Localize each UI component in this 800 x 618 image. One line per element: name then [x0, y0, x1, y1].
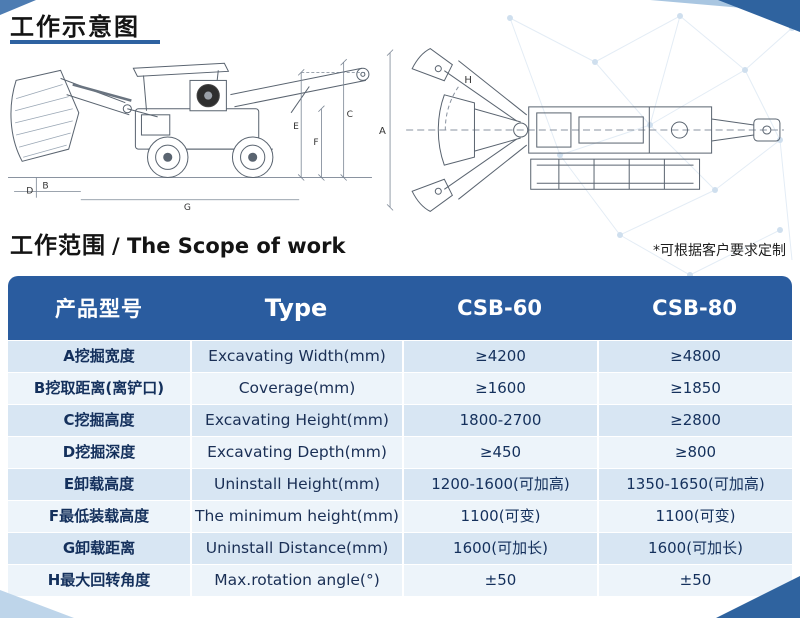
- table-row: D挖掘深度 Excavating Depth(mm) ≥450 ≥800: [8, 436, 792, 468]
- type-label: Uninstall Height(mm): [190, 469, 402, 500]
- csb60-value: 1600(可加长): [402, 533, 597, 564]
- corner-triangle-top-left: [0, 0, 36, 15]
- csb80-value: ≥1850: [597, 373, 792, 404]
- param-label: B挖取距离(离铲口): [33, 378, 165, 397]
- table-row: A挖掘宽度 Excavating Width(mm) ≥4200 ≥4800: [8, 340, 792, 372]
- param-label: F最低装载高度: [48, 506, 150, 525]
- csb80-value: ≥4800: [597, 341, 792, 372]
- header-csb80: CSB-80: [652, 296, 737, 320]
- table-header-row: 产品型号 Type CSB-60 CSB-80: [8, 276, 792, 340]
- type-label: Excavating Depth(mm): [190, 437, 402, 468]
- param-label: H最大回转角度: [47, 570, 151, 589]
- csb60-value: ±50: [402, 565, 597, 596]
- table-row: C挖掘高度 Excavating Height(mm) 1800-2700 ≥2…: [8, 404, 792, 436]
- type-label: Max.rotation angle(°): [190, 565, 402, 596]
- top-view-diagram: A H: [379, 48, 784, 212]
- table-body: A挖掘宽度 Excavating Width(mm) ≥4200 ≥4800 B…: [8, 340, 792, 596]
- csb80-value: 1600(可加长): [597, 533, 792, 564]
- csb80-value: 1350-1650(可加高): [597, 469, 792, 500]
- type-label: Excavating Width(mm): [190, 341, 402, 372]
- customization-note: *可根据客户要求定制: [653, 243, 786, 259]
- csb80-value: ≥800: [597, 437, 792, 468]
- scope-title: 工作范围/ The Scope of work: [10, 226, 345, 260]
- dim-label-a: A: [379, 126, 386, 137]
- dim-label-e: E: [293, 122, 299, 132]
- header-csb60: CSB-60: [457, 296, 542, 320]
- param-label: C挖掘高度: [63, 410, 135, 429]
- param-label: A挖掘宽度: [63, 346, 135, 365]
- csb60-value: 1100(可变): [402, 501, 597, 532]
- page-title: 工作示意图: [10, 13, 140, 41]
- title-underline: [10, 40, 160, 44]
- corner-triangle-bottom-right: [716, 576, 800, 618]
- dim-label-f: F: [313, 138, 318, 148]
- table-row: E卸载高度 Uninstall Height(mm) 1200-1600(可加高…: [8, 468, 792, 500]
- dim-label-b: B: [42, 182, 48, 192]
- type-label: Uninstall Distance(mm): [190, 533, 402, 564]
- param-label: G卸载距离: [62, 538, 136, 557]
- dim-label-c: C: [347, 110, 353, 120]
- scope-title-zh: 工作范围: [10, 233, 106, 259]
- header-model: 产品型号: [55, 297, 143, 321]
- dim-label-d: D: [26, 187, 33, 197]
- table-row: B挖取距离(离铲口) Coverage(mm) ≥1600 ≥1850: [8, 372, 792, 404]
- param-label: D挖掘深度: [62, 442, 136, 461]
- dim-label-g: G: [184, 203, 191, 213]
- table-row: G卸载距离 Uninstall Distance(mm) 1600(可加长) 1…: [8, 532, 792, 564]
- param-label: E卸载高度: [63, 474, 135, 493]
- type-label: The minimum height(mm): [190, 501, 402, 532]
- csb60-value: 1200-1600(可加高): [402, 469, 597, 500]
- csb60-value: 1800-2700: [402, 405, 597, 436]
- csb80-value: ±50: [597, 565, 792, 596]
- csb80-value: 1100(可变): [597, 501, 792, 532]
- csb80-value: ≥2800: [597, 405, 792, 436]
- header-type: Type: [264, 294, 328, 322]
- spec-table: 产品型号 Type CSB-60 CSB-80 A挖掘宽度 Excavating…: [8, 276, 792, 596]
- type-label: Excavating Height(mm): [190, 405, 402, 436]
- corner-triangle-top-right-dark: [718, 0, 800, 32]
- csb60-value: ≥450: [402, 437, 597, 468]
- type-label: Coverage(mm): [190, 373, 402, 404]
- table-row: H最大回转角度 Max.rotation angle(°) ±50 ±50: [8, 564, 792, 596]
- table-row: F最低装载高度 The minimum height(mm) 1100(可变) …: [8, 500, 792, 532]
- scope-title-en: / The Scope of work: [112, 234, 346, 258]
- side-view-diagram: E F C B G D: [8, 58, 372, 213]
- corner-triangle-bottom-left: [0, 590, 74, 618]
- dim-label-h: H: [464, 75, 472, 86]
- csb60-value: ≥1600: [402, 373, 597, 404]
- csb60-value: ≥4200: [402, 341, 597, 372]
